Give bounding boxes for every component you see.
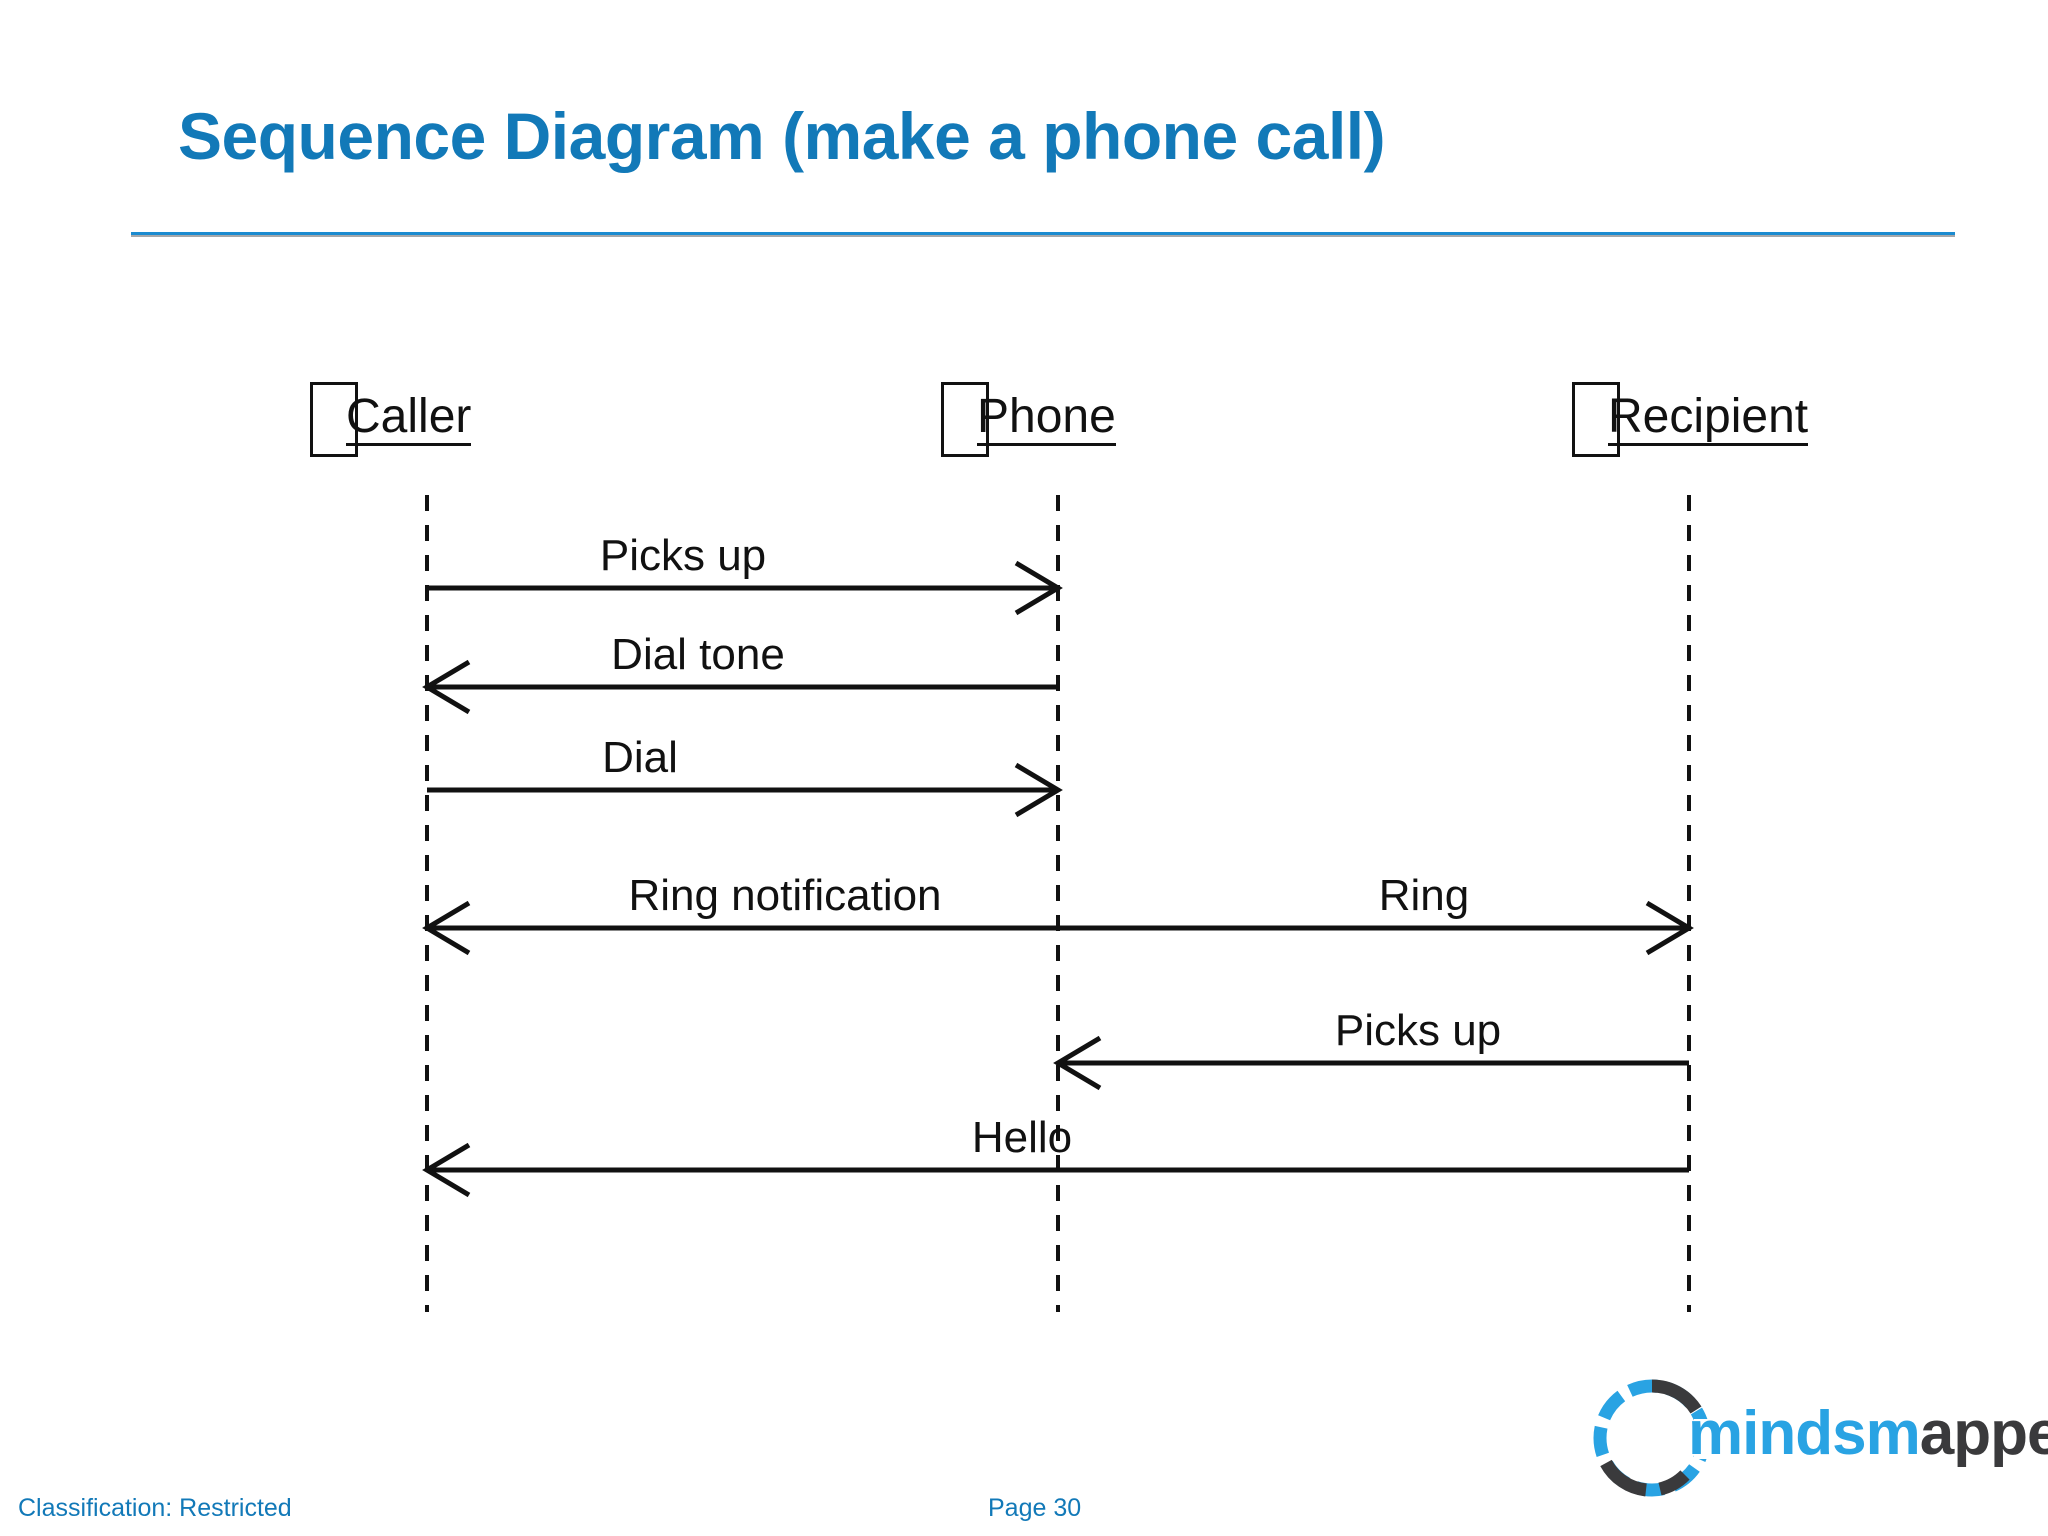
title-divider xyxy=(131,232,1955,235)
message-arrow-picks-up-1 xyxy=(427,560,1063,616)
message-arrow-picks-up-2 xyxy=(1053,1035,1689,1091)
message-arrow-dial xyxy=(427,762,1063,818)
page-title: Sequence Diagram (make a phone call) xyxy=(178,99,1386,173)
message-label-dial-tone: Dial tone xyxy=(611,630,785,679)
message-label-picks-up-2: Picks up xyxy=(1334,1006,1502,1055)
logo-text-apped: apped xyxy=(1919,1399,2048,1468)
actor-box-caller xyxy=(310,382,358,457)
title-rule-shadow xyxy=(131,235,1955,237)
actor-label-recipient: Recipient xyxy=(1608,393,1809,446)
logo-wordmark: mindsmapped xyxy=(1688,1403,2048,1465)
logo-text-m: m xyxy=(1865,1399,1921,1468)
message-arrow-hello xyxy=(422,1142,1689,1198)
logo-ring-icon xyxy=(1593,1379,1728,1497)
message-label-ring-notification: Ring notification xyxy=(628,871,942,920)
mindsmapped-logo: mindsmapped xyxy=(1590,1375,2048,1505)
message-label-ring: Ring xyxy=(1378,871,1470,920)
lifeline-group xyxy=(425,495,1691,1312)
message-label-dial: Dial xyxy=(602,733,678,782)
footer-page-number: Page 30 xyxy=(988,1494,1082,1522)
message-label-hello: Hello xyxy=(971,1113,1073,1162)
logo-text-minds: minds xyxy=(1688,1399,1867,1468)
message-arrow-dial-tone xyxy=(422,659,1058,715)
actor-label-caller: Caller xyxy=(346,393,472,446)
message-label-picks-up-1: Picks up xyxy=(599,531,767,580)
message-arrow-ring xyxy=(422,900,1694,956)
actor-label-phone: Phone xyxy=(977,393,1116,446)
footer-classification: Classification: Restricted xyxy=(18,1494,292,1522)
